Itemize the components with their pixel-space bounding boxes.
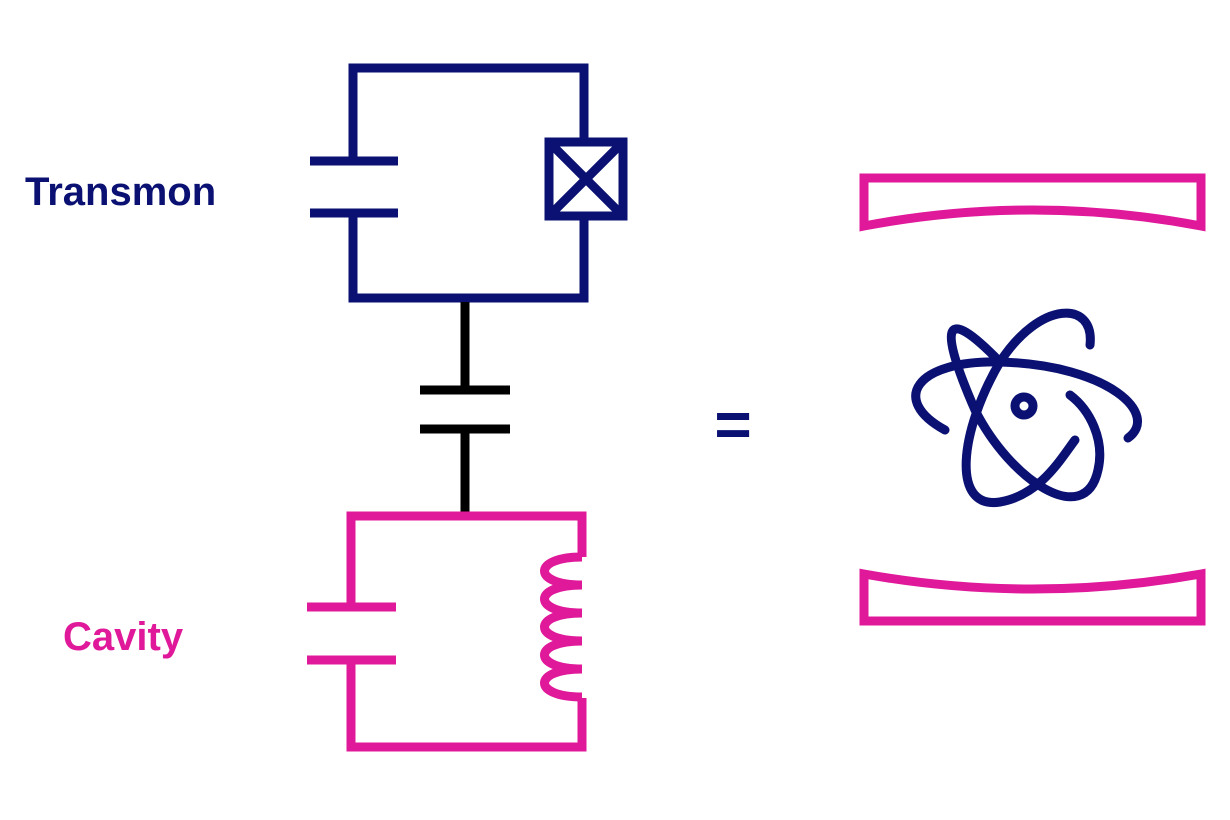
atom-icon (911, 308, 1142, 507)
josephson-junction-icon (544, 137, 628, 221)
transmon-circuit (310, 63, 628, 303)
inductor-coil-icon (540, 552, 583, 702)
atom-nucleus (1010, 392, 1038, 420)
transmon-loop-wire (348, 63, 589, 303)
transmon-capacitor-icon (310, 156, 398, 218)
atom-orbit-2 (946, 324, 1105, 502)
atom-orbit-3 (961, 308, 1095, 507)
cavity-loop-wire (346, 511, 587, 752)
cavity-mirror-icon (859, 568, 1206, 626)
equals-sign: = (714, 388, 751, 460)
cavity-capacitor-icon (307, 602, 396, 665)
cavity-mirrors (859, 173, 1206, 626)
coupling-capacitor (420, 302, 510, 512)
transmon-label: Transmon (25, 170, 216, 214)
cavity-label: Cavity (63, 615, 184, 659)
cavity-circuit (307, 511, 587, 752)
cavity-mirror-icon (859, 173, 1206, 232)
